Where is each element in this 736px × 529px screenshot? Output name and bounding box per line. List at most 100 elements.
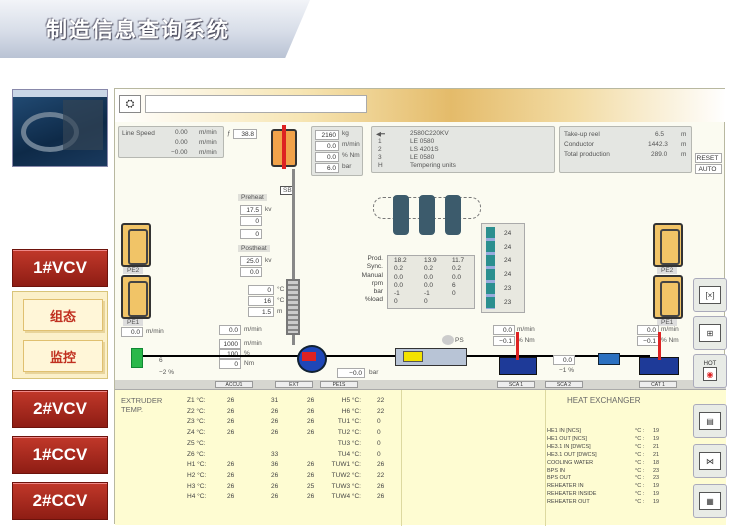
zone-name: H4 °C: [187, 493, 207, 501]
tube-name: H6 °C: [341, 407, 361, 415]
auto-button[interactable]: AUTO [695, 164, 722, 174]
cable-k1: 1 [378, 138, 382, 145]
hx-names: HE1 IN [NCS] HE1 OUT [NCS] HE3.1 IN [DWC… [547, 428, 597, 507]
meter-u2: m/min [342, 141, 360, 148]
hx-name: REHEATER OUT [547, 499, 590, 506]
left-v2: 1000 [219, 339, 241, 349]
tank-1-arrow [516, 332, 519, 360]
temp-cell: 26 [227, 418, 235, 426]
temp-cell: 26 [307, 493, 315, 501]
f-value-field[interactable]: 38.8 [233, 129, 257, 139]
hot-button[interactable]: HOT◉ [693, 354, 727, 388]
network-icon: ⊞ [699, 324, 721, 342]
ext-cell: 23 [504, 284, 512, 292]
line-speed-box: Line Speed 0.00 m/min 0.00 m/min −0.00 m… [118, 126, 224, 158]
prod-cell: 18.2 [394, 257, 407, 264]
grid-button[interactable]: ▦ [693, 484, 727, 518]
hx-value: 23 [653, 467, 660, 474]
takeup-v1: 6.5 [655, 131, 665, 138]
accumulator-unit[interactable] [131, 348, 143, 368]
extruder-head-3[interactable] [445, 195, 461, 235]
machine-icon[interactable]: ⛭ [119, 95, 141, 113]
extruder-zone-names: Z1 °C: Z2 °C: Z3 °C: Z4 °C: Z5 °C: Z6 °C… [187, 396, 206, 503]
section-tabs: ACCU1 EXT PE1S SCA 1 SCA 2 CAT 1 [115, 380, 726, 389]
temp-cell: 26 [271, 471, 279, 479]
tab-accu1[interactable]: ACCU1 [215, 381, 253, 388]
takeup-reel-2[interactable] [653, 223, 683, 267]
prod-cell: 13.9 [424, 257, 437, 264]
temperature-panel: EXTRUDER TEMP. Z1 °C: Z2 °C: Z3 °C: Z4 °… [115, 389, 726, 526]
left-p: 6 [159, 357, 163, 364]
conductor-line-2 [620, 355, 650, 357]
subnav-panel: 组态 监控 [12, 291, 108, 379]
extruder-temp-label: TEMP. [121, 405, 143, 414]
preheat-zero: 0 [240, 216, 262, 226]
temp-cell: 26 [307, 397, 315, 404]
preheat-value: 17.5 [240, 205, 262, 215]
tab-ext[interactable]: EXT [275, 381, 313, 388]
meter-v3: 0.0 [315, 152, 339, 162]
tube-value: 0 [377, 439, 381, 447]
tab-sca2[interactable]: SCA 2 [545, 381, 583, 388]
cable-r4: Tempering units [410, 162, 456, 169]
payoff-reel-1[interactable] [121, 275, 151, 319]
camera-thumbnail[interactable] [12, 89, 108, 167]
motor-indicator [302, 352, 316, 361]
network-button[interactable]: ⊞ [693, 316, 727, 350]
preheat-unit: kv [265, 206, 272, 213]
extruder-head-1[interactable] [393, 195, 409, 235]
right-u6: % Nm [661, 337, 679, 344]
prod-cell: 0 [452, 290, 456, 298]
takeup-u3: m [681, 151, 687, 158]
tube-value: 22 [377, 407, 385, 415]
tab-sca1[interactable]: SCA 1 [497, 381, 535, 388]
chart-button[interactable]: ⋈ [693, 444, 727, 478]
title-banner [0, 0, 310, 58]
prod-cell: 0 [424, 298, 428, 306]
report-button[interactable]: ▤ [693, 404, 727, 438]
takeup-u2: m [681, 141, 687, 148]
nav-1vcv-button[interactable]: 1#VCV [12, 249, 108, 287]
zoom-button[interactable]: [×] [693, 278, 727, 312]
hx-unit: °C : [635, 467, 645, 474]
a2-value: 16 [248, 296, 274, 306]
hx-name: BPS OUT [547, 475, 572, 482]
tube-name: TUW3 °C: [331, 482, 361, 490]
meter-u1: kg [342, 130, 349, 137]
nav-label: 1#VCV [33, 258, 87, 277]
zone-name: Z6 °C: [187, 450, 206, 458]
message-field[interactable] [145, 95, 367, 113]
reset-button[interactable]: RESET [695, 153, 722, 163]
payoff-2-caption: PE2 [123, 267, 144, 274]
hx-name: HE1 OUT [NCS] [547, 435, 587, 442]
takeup-1-caption: PE1 [657, 319, 678, 326]
cable-r2: LS 4201S [410, 146, 439, 153]
tab-cat1[interactable]: CAT 1 [639, 381, 677, 388]
cable-kh: H [378, 162, 383, 169]
nav-2ccv-button[interactable]: 2#CCV [12, 482, 108, 520]
dancer-unit[interactable] [598, 353, 620, 365]
line-speed-label: Line Speed [122, 130, 155, 137]
payoff-reel-2[interactable] [121, 223, 151, 267]
takeup-reel-1[interactable] [653, 275, 683, 319]
hx-values: 19 19 21 21 18 23 23 19 19 19 [653, 428, 659, 507]
takeup-l2: Conductor [564, 141, 594, 148]
ext-cell: 23 [504, 298, 512, 306]
hx-unit: °C : [635, 428, 645, 434]
meter-u4: bar [342, 163, 352, 170]
zone-name: Z2 °C: [187, 407, 206, 415]
temp-cell: 26 [227, 461, 235, 469]
report-icon: ▤ [699, 412, 721, 430]
extruder-head-2[interactable] [419, 195, 435, 235]
tab-pe1s[interactable]: PE1S [320, 381, 358, 388]
left-speed-value: 0.0 [121, 327, 143, 337]
nav-2vcv-button[interactable]: 2#VCV [12, 390, 108, 428]
nav-config-button[interactable]: 组态 [23, 299, 103, 331]
thumbnail-shadow [63, 100, 103, 150]
hx-units: °C : °C : °C : °C : °C : °C : °C : °C : … [635, 428, 644, 507]
hx-value: 19 [653, 499, 660, 506]
zone-name: H2 °C: [187, 471, 207, 479]
nav-1ccv-button[interactable]: 1#CCV [12, 436, 108, 474]
left-pct: −2 % [159, 369, 174, 376]
nav-monitor-button[interactable]: 监控 [23, 340, 103, 372]
